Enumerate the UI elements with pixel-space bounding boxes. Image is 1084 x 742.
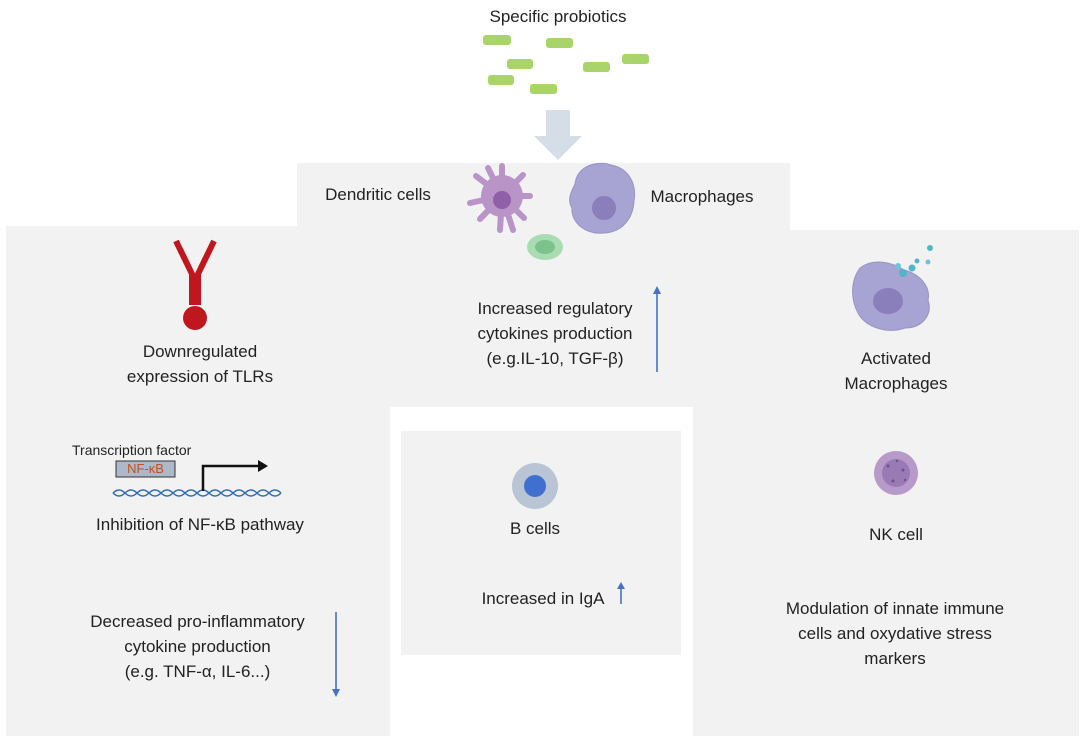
down-arrow-proinflammatory [332, 612, 340, 697]
regulatory-line-3: (e.g.IL-10, TGF-β) [486, 349, 624, 368]
nfkb-box [115, 460, 176, 478]
modulation-line-3: markers [864, 649, 926, 668]
up-arrow-regulatory [653, 286, 661, 372]
probiotic-rod [483, 35, 511, 45]
specific-probiotics-title: Specific probiotics [489, 7, 627, 26]
nk-cell-label: NK cell [869, 525, 923, 544]
proinflammatory-line-3: (e.g. TNF-α, IL-6...) [124, 662, 271, 681]
b-cell-icon [512, 463, 558, 509]
nfkb-diagram [112, 460, 282, 497]
nfkb-box-label: NF-κB [127, 461, 164, 476]
down-arrow-icon [534, 110, 582, 160]
probiotic-rod [507, 59, 533, 69]
regulatory-line-2: cytokines production [477, 324, 633, 343]
regulatory-cytokines-text: Increased regulatory cytokines productio… [455, 296, 655, 371]
probiotic-rod [488, 75, 514, 85]
activated-line-1: Activated [861, 349, 931, 368]
tlr-line-1: Downregulated [142, 342, 258, 361]
modulation-text: Modulation of innate immune cells and ox… [755, 596, 1035, 671]
probiotic-bacteria [483, 35, 649, 94]
proinflammatory-text: Decreased pro-inflammatory cytokine prod… [60, 609, 335, 684]
modulation-line-2: cells and oxydative stress [798, 624, 992, 643]
dendritic-cell-icon [467, 163, 533, 233]
tlr-text: Downregulated expression of TLRs [100, 339, 300, 389]
proinflammatory-line-1: Decreased pro-inflammatory [90, 612, 305, 631]
dendritic-cells-label: Dendritic cells [325, 185, 431, 204]
activated-macrophage-icon [852, 245, 933, 331]
dna-helix [112, 489, 282, 497]
proinflammatory-line-2: cytokine production [124, 637, 271, 656]
probiotic-rod [546, 38, 573, 48]
macrophage-icon [569, 162, 636, 234]
activated-macrophages-text: Activated Macrophages [796, 346, 996, 396]
modulation-line-1: Modulation of innate immune [785, 599, 1005, 618]
b-cells-label: B cells [509, 519, 561, 538]
tlr-line-2: expression of TLRs [126, 367, 274, 386]
up-arrow-iga [617, 582, 625, 604]
probiotic-rod [530, 84, 557, 94]
iga-text: Increased in IgA [481, 589, 605, 608]
activated-line-2: Macrophages [844, 374, 948, 393]
nk-cell-icon [874, 451, 918, 495]
nfkb-inhibition-text: Inhibition of NF-κB pathway [96, 515, 304, 534]
transcription-factor-label: Transcription factor [72, 442, 192, 458]
probiotic-rod [622, 54, 649, 64]
probiotic-rod [583, 62, 610, 72]
tlr-receptor-icon [173, 239, 217, 330]
macrophages-label: Macrophages [650, 187, 754, 206]
transcription-arrow [201, 464, 258, 491]
regulatory-line-1: Increased regulatory [477, 299, 633, 318]
green-cell-icon [527, 234, 563, 260]
